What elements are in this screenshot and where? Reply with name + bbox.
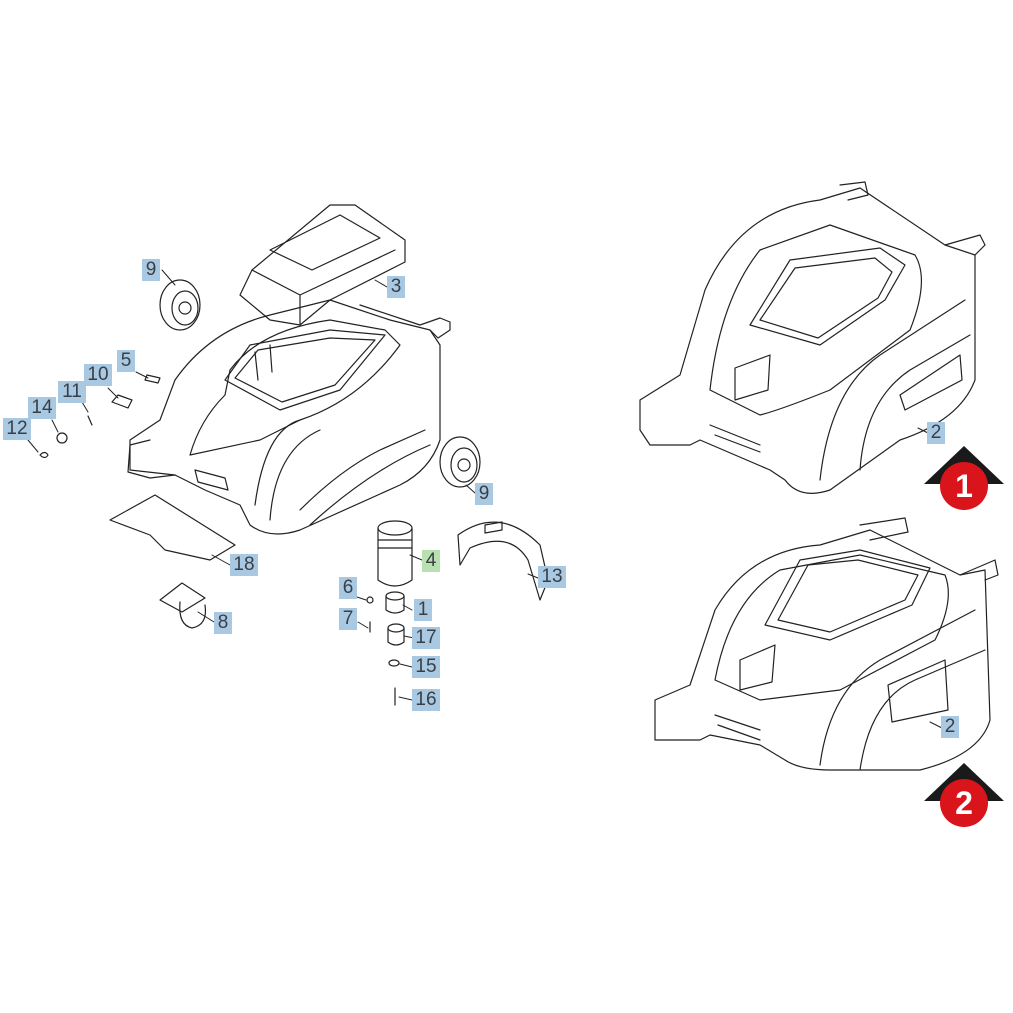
callout-label-11[interactable]: 11	[58, 381, 86, 403]
callout-label-9-lower[interactable]: 9	[475, 483, 493, 505]
left-wheel-top	[159, 279, 201, 331]
right-housing-1	[639, 181, 986, 494]
left-housing-body	[127, 299, 451, 535]
caster-wheel	[159, 582, 207, 629]
left-lid-cover	[239, 204, 406, 326]
callout-label-9[interactable]: 9	[142, 259, 160, 281]
callout-label-2[interactable]: 2	[927, 422, 945, 444]
strap-bracket	[457, 521, 549, 601]
callout-label-2-lower[interactable]: 2	[941, 716, 959, 738]
callout-label-7[interactable]: 7	[339, 608, 357, 630]
callout-label-5[interactable]: 5	[117, 350, 135, 372]
variant-marker-number: 2	[955, 785, 973, 821]
variant-marker-2[interactable]: 2	[924, 763, 1004, 829]
up-arrow-icon	[924, 446, 1004, 510]
callout-label-4[interactable]: 4	[422, 550, 440, 572]
callout-label-13[interactable]: 13	[538, 566, 566, 588]
variant-marker-1[interactable]: 1	[924, 446, 1004, 512]
variant-marker-number: 1	[955, 468, 973, 504]
callout-label-15[interactable]: 15	[412, 656, 440, 678]
callout-label-14[interactable]: 14	[28, 397, 56, 419]
callout-label-8[interactable]: 8	[214, 612, 232, 634]
up-arrow-icon	[924, 763, 1004, 827]
filter-assembly	[366, 520, 413, 706]
callout-label-3[interactable]: 3	[387, 276, 405, 298]
callout-label-12[interactable]: 12	[3, 418, 31, 440]
callout-label-1[interactable]: 1	[414, 599, 432, 621]
callout-label-16[interactable]: 16	[412, 689, 440, 711]
right-housing-2	[654, 517, 999, 771]
callout-label-17[interactable]: 17	[412, 627, 440, 649]
callout-label-10[interactable]: 10	[84, 364, 112, 386]
base-plate	[109, 494, 236, 561]
callout-label-18[interactable]: 18	[230, 554, 258, 576]
callout-label-6[interactable]: 6	[339, 577, 357, 599]
left-wheel-bottom	[439, 436, 481, 488]
